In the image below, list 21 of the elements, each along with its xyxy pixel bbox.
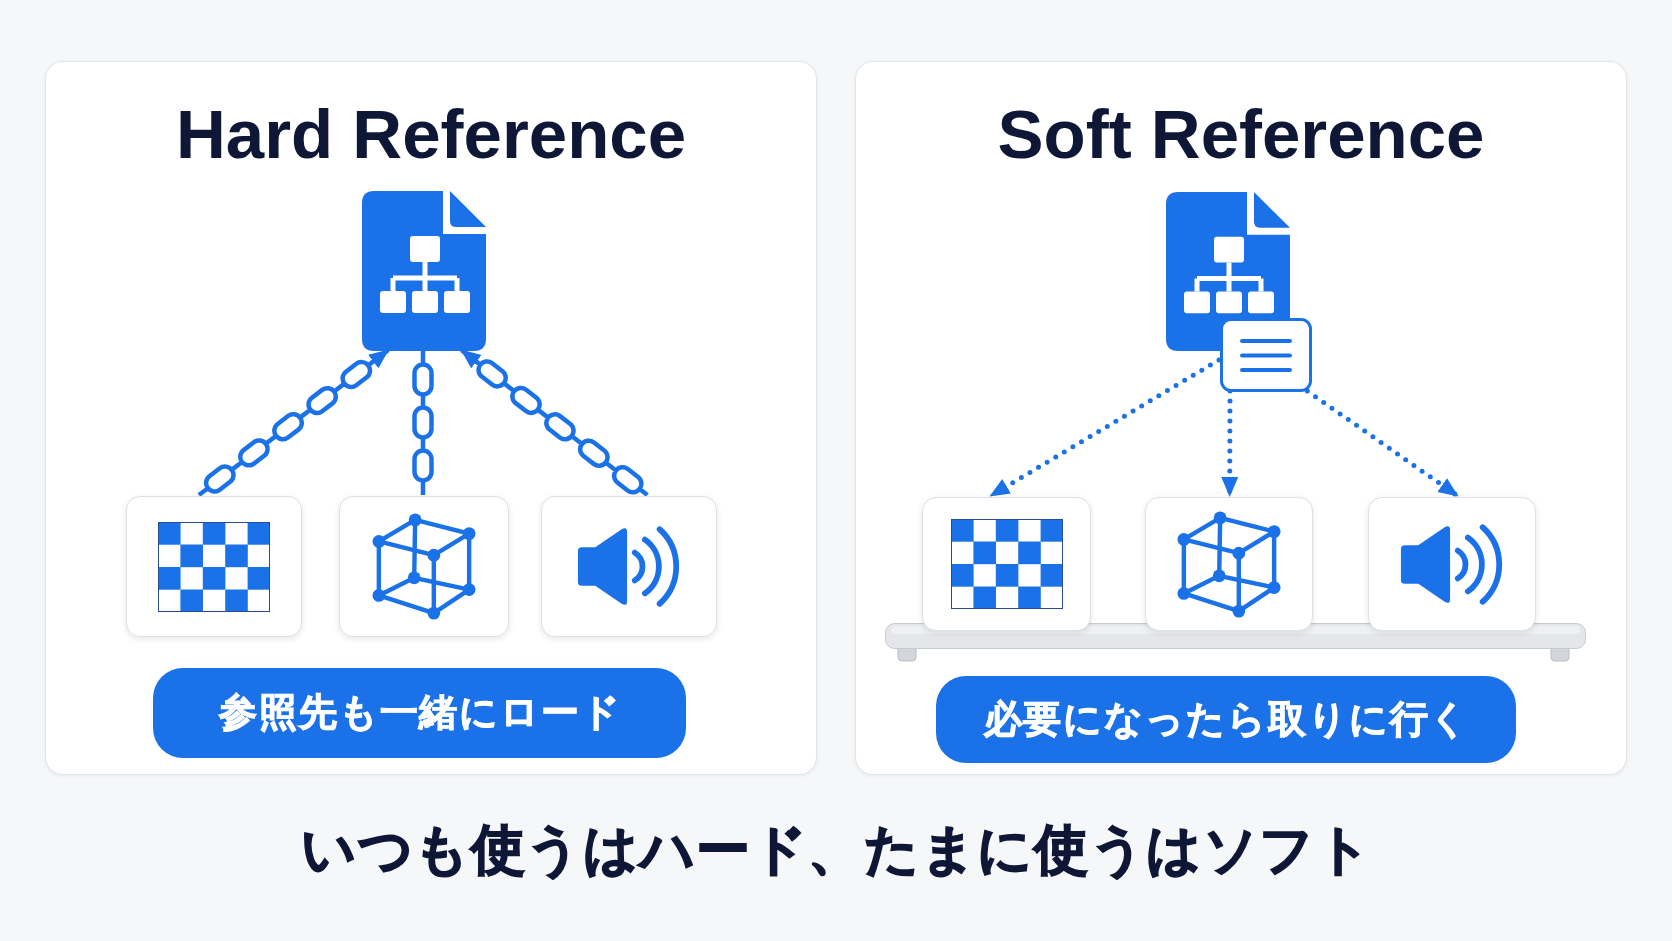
chain-connector <box>197 348 390 497</box>
note-card <box>1220 318 1312 392</box>
asset-card <box>1145 497 1313 631</box>
file-document <box>362 191 486 351</box>
chain-connector <box>412 350 434 495</box>
panel-card <box>45 61 817 775</box>
chain-connector <box>460 348 649 497</box>
asset-card <box>541 496 717 637</box>
asset-card <box>339 496 509 637</box>
asset-card <box>126 496 302 637</box>
banner-text: 必要になったら取りに行く <box>982 696 1471 742</box>
label-banner <box>153 668 686 758</box>
dotted-arrow <box>1304 388 1461 499</box>
asset-card <box>1368 497 1536 631</box>
panel-title: Soft Reference <box>997 100 1485 169</box>
banner-text: 参照先も一緒にロード <box>217 690 622 736</box>
panel-card <box>855 61 1627 775</box>
label-banner <box>936 676 1516 763</box>
panel-title: Hard Reference <box>175 100 687 169</box>
asset-card <box>922 497 1091 631</box>
dotted-arrow <box>987 357 1222 499</box>
